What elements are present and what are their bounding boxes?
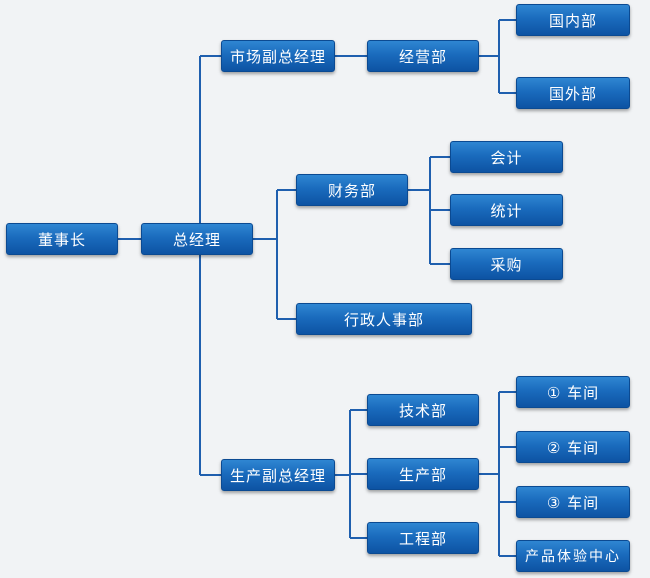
node-finance-dept: 财务部 (296, 174, 408, 206)
node-admin-hr-dept: 行政人事部 (296, 303, 472, 335)
node-engineering-dept: 工程部 (367, 522, 479, 554)
node-foreign-dept: 国外部 (516, 77, 630, 109)
node-technology-dept: 技术部 (367, 394, 479, 426)
node-procurement: 采购 (450, 248, 563, 280)
node-chairman: 董事长 (6, 223, 118, 255)
node-general-manager: 总经理 (141, 223, 253, 255)
node-domestic-dept: 国内部 (516, 4, 630, 36)
node-production-vp: 生产副总经理 (221, 459, 335, 491)
node-workshop-2: ② 车间 (516, 431, 630, 463)
node-accounting: 会计 (450, 141, 563, 173)
node-workshop-3: ③ 车间 (516, 486, 630, 518)
node-workshop-1: ① 车间 (516, 376, 630, 408)
node-operations-dept: 经营部 (367, 40, 479, 72)
node-production-dept: 生产部 (367, 458, 479, 490)
node-statistics: 统计 (450, 194, 563, 226)
node-experience-center: 产品体验中心 (516, 540, 630, 572)
node-market-vp: 市场副总经理 (221, 40, 335, 72)
